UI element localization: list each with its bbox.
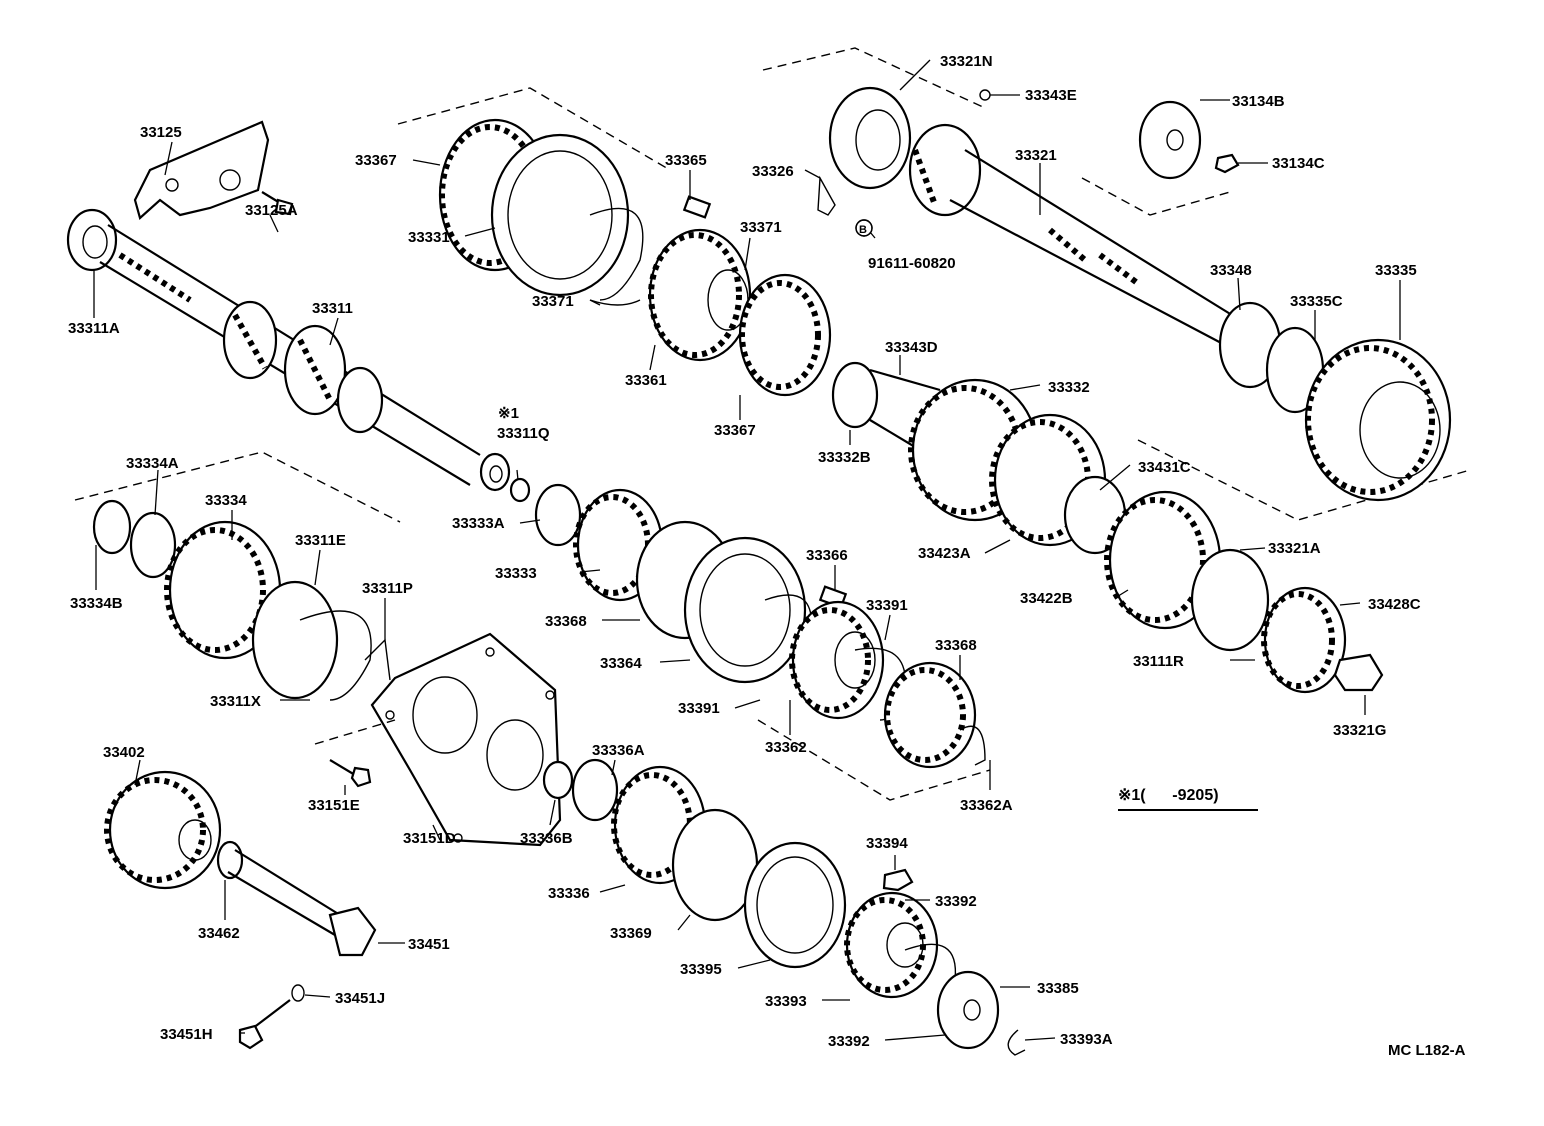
label-33365: 33365	[665, 152, 707, 169]
label-33361: 33361	[625, 372, 667, 389]
bushing-33311Q	[509, 477, 531, 503]
label-33343D: 33343D	[885, 339, 938, 356]
diagram-code: MC L182-A	[1388, 1042, 1466, 1059]
label-33335: 33335	[1375, 262, 1417, 279]
label-33462: 33462	[198, 925, 240, 942]
label-33336A: 33336A	[592, 742, 645, 759]
label-33369: 33369	[610, 925, 652, 942]
bearing-retainer-plate	[370, 632, 562, 847]
label-33392-bottom: 33392	[828, 1033, 870, 1050]
label-33332B: 33332B	[818, 449, 871, 466]
label-33336B: 33336B	[520, 830, 573, 847]
label-33134B: 33134B	[1232, 93, 1285, 110]
counter-shaft-assembly	[817, 86, 1452, 502]
label-33134C: 33134C	[1272, 155, 1325, 172]
label-33332: 33332	[1048, 379, 1090, 396]
label-33321G: 33321G	[1333, 722, 1386, 739]
label-33423A: 33423A	[918, 545, 971, 562]
label-33394: 33394	[866, 835, 908, 852]
upper-synchro-group	[438, 118, 832, 397]
bolt-mark-circle	[855, 219, 873, 237]
label-33431C: 33431C	[1138, 459, 1191, 476]
label-33321N: 33321N	[940, 53, 993, 70]
label-33385: 33385	[1037, 980, 1079, 997]
label-33393A: 33393A	[1060, 1031, 1113, 1048]
label-33151D: 33151D	[403, 830, 456, 847]
label-33371-top: 33371	[740, 219, 782, 236]
label-33391-top: 33391	[866, 597, 908, 614]
label-33151E: 33151E	[308, 797, 360, 814]
leader-lines	[93, 59, 1401, 1041]
footnote: ※1( -9205)	[1118, 787, 1219, 804]
label-33368-left: 33368	[545, 613, 587, 630]
label-33395: 33395	[680, 961, 722, 978]
label-33311E: 33311E	[295, 532, 346, 549]
label-33393: 33393	[765, 993, 807, 1010]
label-33335C: 33335C	[1290, 293, 1343, 310]
label-33311P: 33311P	[362, 580, 413, 597]
label-91611-60820: 91611-60820	[868, 255, 956, 272]
label-33402: 33402	[103, 744, 145, 761]
label-33428C: 33428C	[1368, 596, 1421, 613]
label-33125: 33125	[140, 124, 182, 141]
label-33331: 33331	[408, 229, 450, 246]
label-33311A: 33311A	[68, 320, 120, 337]
label-33368-right: 33368	[935, 637, 977, 654]
label-33392-top: 33392	[935, 893, 977, 910]
shift-bracket	[133, 120, 294, 221]
label-33367-mid: 33367	[714, 422, 756, 439]
group-boundaries	[74, 47, 1471, 801]
left-gear-group	[92, 499, 391, 701]
label-33451H: 33451H	[160, 1026, 213, 1043]
bolt-mark: B	[859, 224, 867, 236]
label-33321A: 33321A	[1268, 540, 1321, 557]
label-33422B: 33422B	[1020, 590, 1073, 607]
label-33334: 33334	[205, 492, 247, 509]
reverse-idler-group	[104, 770, 377, 1050]
label-33364: 33364	[600, 655, 642, 672]
middle-gear-cluster	[831, 361, 1384, 694]
label-33367-top: 33367	[355, 152, 397, 169]
center-synchro-group	[534, 483, 986, 769]
label-33371-left: 33371	[532, 293, 574, 310]
label-33326: 33326	[752, 163, 794, 180]
label-33111R: 33111R	[1133, 653, 1184, 670]
label-33334B: 33334B	[70, 595, 123, 612]
label-33391-left: 33391	[678, 700, 720, 717]
label-33311Q: 33311Q	[497, 425, 550, 442]
label-33348: 33348	[1210, 262, 1252, 279]
lower-synchro-group	[542, 758, 1026, 1056]
label-33334A: 33334A	[126, 455, 179, 472]
label-33451J: 33451J	[335, 990, 385, 1007]
label-33311X: 33311X	[210, 693, 261, 710]
label-33362: 33362	[765, 739, 807, 756]
label-33311: 33311	[312, 300, 353, 317]
label-33333: 33333	[495, 565, 537, 582]
label-33343E: 33343E	[1025, 87, 1077, 104]
label-33336: 33336	[548, 885, 590, 902]
label-33451: 33451	[408, 936, 450, 953]
input-shaft-assembly	[66, 208, 511, 492]
label-33366: 33366	[806, 547, 848, 564]
label-33362A: 33362A	[960, 797, 1013, 814]
label-33125A: 33125A	[245, 202, 298, 219]
label-33333A: 33333A	[452, 515, 505, 532]
part-labels: 33125 33125A 33311A 33311 33367 33331 33…	[68, 53, 1421, 1050]
bolt-33151E	[329, 759, 372, 788]
label-33321: 33321	[1015, 147, 1057, 164]
label-note-mark: ※1	[498, 405, 519, 422]
